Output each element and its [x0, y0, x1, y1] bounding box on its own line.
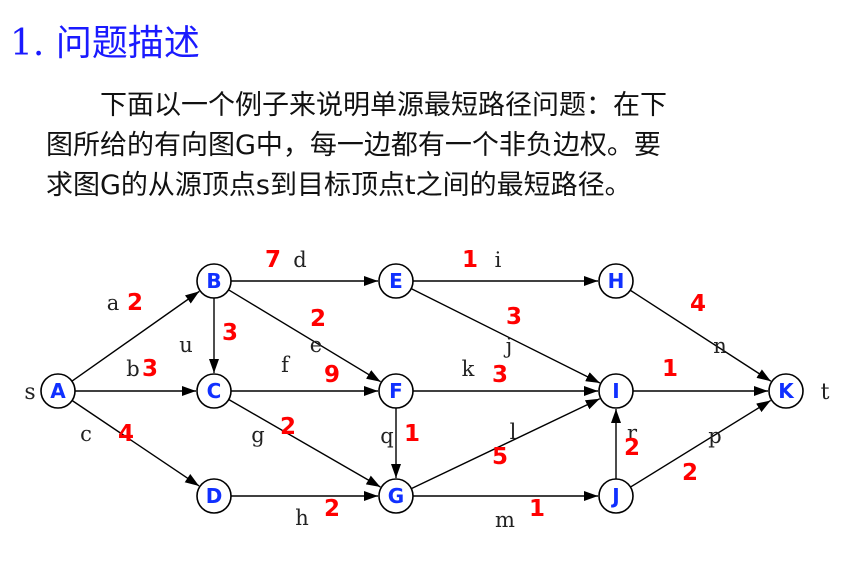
- node-label-G: G: [388, 484, 404, 508]
- node-label-D: D: [206, 484, 223, 508]
- node-circle-I: [598, 373, 634, 409]
- node-circle-D: [196, 478, 232, 514]
- node-label-A: A: [50, 379, 66, 403]
- edge-name-i: i: [495, 248, 502, 272]
- node-label-J: J: [610, 484, 619, 508]
- edge-C-G: [228, 398, 381, 488]
- edge-weight-a: 2: [127, 290, 143, 316]
- edge-H-K: [629, 289, 772, 382]
- node-circle-F: [378, 373, 414, 409]
- edge-name-r: r: [627, 421, 638, 445]
- edge-weight-r: 2: [624, 435, 640, 461]
- node-F: F: [378, 373, 414, 409]
- edge-name-f: f: [281, 353, 291, 377]
- node-K: K: [768, 373, 804, 409]
- edge-name-b: b: [126, 357, 139, 381]
- edge-name-h: h: [295, 506, 309, 530]
- paragraph-line-1: 下面以一个例子来说明单源最短路径问题：在下: [100, 90, 667, 121]
- node-D: D: [196, 478, 232, 514]
- edge-weight-k: 3: [492, 362, 508, 388]
- node-B: B: [196, 263, 232, 299]
- edge-B-F: [228, 289, 381, 383]
- node-circle-E: [378, 263, 414, 299]
- title-number: 1.: [10, 23, 45, 64]
- edge-weight-h: 2: [324, 496, 340, 522]
- edge-name-g: g: [251, 423, 264, 447]
- edge-weight-c: 4: [118, 421, 134, 447]
- node-circle-G: [378, 478, 414, 514]
- edge-name-k: k: [462, 357, 475, 381]
- node-circle-H: [598, 263, 634, 299]
- edge-A-D: [71, 399, 200, 487]
- title-text: 问题描述: [55, 23, 200, 64]
- node-label-K: K: [778, 379, 795, 403]
- edge-J-K: [630, 399, 772, 488]
- edge-weight-n: 4: [690, 291, 706, 317]
- edge-name-l: l: [510, 420, 517, 444]
- edge-weight-f: 9: [324, 362, 340, 388]
- edge-name-c: c: [80, 422, 92, 446]
- node-J: J: [598, 478, 634, 514]
- target-label: t: [821, 380, 830, 405]
- node-circle-J: [598, 478, 634, 514]
- source-label: s: [24, 380, 35, 405]
- description-paragraph: 下面以一个例子来说明单源最短路径问题：在下 图所给的有向图G中，每一边都有一个非…: [46, 86, 766, 206]
- node-G: G: [378, 478, 414, 514]
- node-circle-B: [196, 263, 232, 299]
- edge-weight-e: 2: [310, 306, 326, 332]
- node-label-B: B: [206, 269, 221, 293]
- node-label-F: F: [389, 379, 403, 403]
- node-A: A: [40, 373, 76, 409]
- node-label-H: H: [608, 269, 625, 293]
- edge-E-I: [410, 287, 601, 384]
- edge-name-p: p: [708, 424, 721, 448]
- node-H: H: [598, 263, 634, 299]
- edge-name-n: n: [713, 334, 727, 358]
- node-circle-A: [40, 373, 76, 409]
- edge-weight-p: 2: [682, 460, 698, 486]
- edge-name-u: u: [179, 333, 193, 357]
- node-label-E: E: [389, 269, 403, 293]
- edge-weight-l: 5: [492, 444, 508, 470]
- edge-weight-g: 2: [280, 414, 296, 440]
- edge-name-j: j: [503, 334, 513, 358]
- node-C: C: [196, 373, 232, 409]
- node-circle-K: [768, 373, 804, 409]
- edge-weight-m: 1: [529, 496, 545, 522]
- edge-G-I: [411, 398, 601, 490]
- edge-name-m: m: [495, 508, 515, 532]
- paragraph-line-2: 图所给的有向图G中，每一边都有一个非负边权。要: [46, 130, 661, 161]
- edge-weight-u: 3: [222, 320, 238, 346]
- edge-name-q: q: [380, 424, 393, 448]
- edge-weight-j: 3: [506, 304, 522, 330]
- paragraph-line-3: 求图G的从源顶点s到目标顶点t之间的最短路径。: [46, 170, 632, 201]
- edge-name-a: a: [107, 291, 120, 315]
- page-title: 1. 问题描述: [10, 14, 200, 66]
- edge-name-d: d: [293, 248, 306, 272]
- edge-weight-o: 1: [662, 356, 678, 382]
- node-label-I: I: [612, 379, 619, 403]
- edge-weight-q: 1: [404, 421, 420, 447]
- edge-A-B: [71, 290, 200, 382]
- edge-weight-b: 3: [142, 356, 158, 382]
- node-E: E: [378, 263, 414, 299]
- edge-weight-i: 1: [462, 247, 478, 273]
- node-circle-C: [196, 373, 232, 409]
- node-I: I: [598, 373, 634, 409]
- node-label-C: C: [207, 379, 222, 403]
- edge-weight-d: 7: [265, 247, 281, 273]
- edge-name-e: e: [310, 333, 322, 357]
